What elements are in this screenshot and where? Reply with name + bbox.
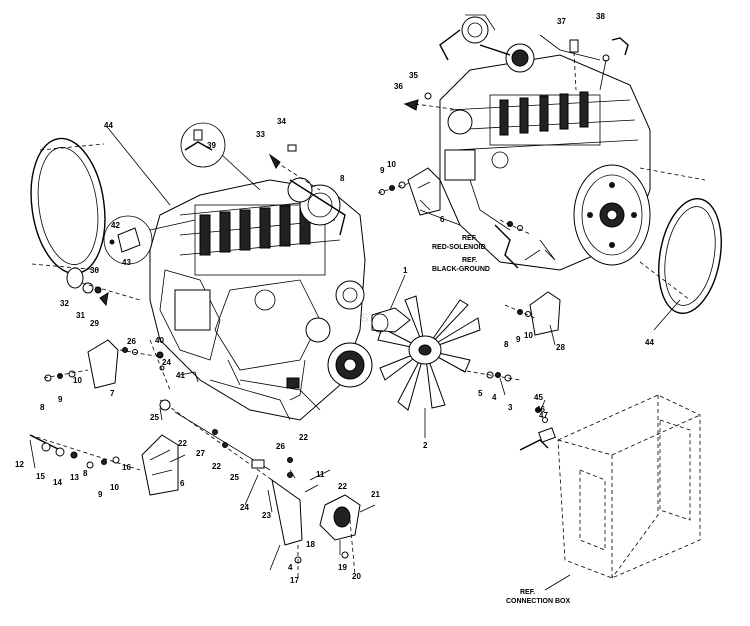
callout-13: 13 — [70, 473, 79, 482]
callout-6a: 6 — [440, 215, 445, 224]
callout-9a: 9 — [380, 166, 385, 175]
hardware-mid — [149, 339, 199, 391]
callout-8c: 8 — [83, 469, 88, 478]
engine-right — [439, 14, 651, 271]
hardware-upper — [268, 37, 629, 235]
callout-30: 30 — [90, 266, 99, 275]
callout-8b: 8 — [40, 403, 45, 412]
bracket-right — [529, 291, 561, 336]
callout-9b: 9 — [58, 395, 63, 404]
callout-2: 2 — [423, 441, 428, 450]
callout-4b: 4 — [288, 563, 293, 572]
callout-26a: 26 — [127, 337, 136, 346]
detail-inset-39 — [180, 122, 261, 191]
callout-39: 39 — [207, 141, 216, 150]
callout-45: 45 — [534, 393, 543, 402]
callout-29: 29 — [90, 319, 99, 328]
callout-32: 32 — [60, 299, 69, 308]
ref-black-ground-prefix: REF. — [462, 257, 477, 264]
callout-24b: 24 — [240, 503, 249, 512]
callout-14: 14 — [53, 478, 62, 487]
callout-31: 31 — [76, 311, 85, 320]
flywheel-gasket-right — [639, 167, 722, 315]
callout-20: 20 — [352, 572, 361, 581]
ref-black-ground-label: BLACK-GROUND — [432, 266, 490, 273]
callout-10b: 10 — [73, 376, 82, 385]
callout-36: 36 — [394, 82, 403, 91]
callout-19: 19 — [338, 563, 347, 572]
callout-33: 33 — [256, 130, 265, 139]
callout-34: 34 — [277, 117, 286, 126]
bracket-upper — [407, 167, 441, 216]
callout-23: 23 — [262, 511, 271, 520]
callout-22c: 22 — [299, 433, 308, 442]
callout-16: 16 — [122, 463, 131, 472]
callout-41: 41 — [176, 371, 185, 380]
callout-5: 5 — [478, 389, 483, 398]
ref-connection-box-prefix: REF. — [520, 589, 535, 596]
callout-38: 38 — [596, 12, 605, 21]
callout-labels: 1 2 3 4 4 5 6 6 7 8 8 8 8 9 9 9 9 10 10 … — [15, 12, 654, 585]
callout-28: 28 — [556, 343, 565, 352]
callout-22b: 22 — [212, 462, 221, 471]
callout-7: 7 — [110, 389, 115, 398]
callout-35: 35 — [409, 71, 418, 80]
engine-left — [149, 177, 373, 421]
callout-25a: 25 — [150, 413, 159, 422]
callout-47: 47 — [539, 411, 548, 420]
ref-connection-box-label: CONNECTION BOX — [506, 598, 571, 605]
bracket-left — [87, 339, 119, 389]
callout-8a: 8 — [340, 174, 345, 183]
callout-12: 12 — [15, 460, 24, 469]
callout-10d: 10 — [524, 331, 533, 340]
detail-inset-42 — [103, 215, 196, 265]
callout-3: 3 — [508, 403, 513, 412]
callout-6b: 6 — [180, 479, 185, 488]
ref-red-solenoid-prefix: REF. — [462, 235, 477, 242]
callout-15: 15 — [36, 472, 45, 481]
callout-1: 1 — [403, 266, 408, 275]
hardware-center — [159, 399, 361, 580]
ref-red-solenoid-label: RED-SOLENOID — [432, 244, 486, 251]
callout-8d: 8 — [504, 340, 509, 349]
callout-37: 37 — [557, 17, 566, 26]
wire-red-solenoid — [494, 224, 519, 269]
callout-42: 42 — [111, 221, 120, 230]
callout-4a: 4 — [492, 393, 497, 402]
callout-43: 43 — [122, 258, 131, 267]
callout-24a: 24 — [162, 358, 171, 367]
hardware-left — [43, 347, 156, 382]
callout-10c: 10 — [110, 483, 119, 492]
callout-40: 40 — [155, 336, 164, 345]
callout-9c: 9 — [98, 490, 103, 499]
ref-labels: REF. RED-SOLENOID REF. BLACK-GROUND REF.… — [432, 235, 571, 605]
callout-11: 11 — [316, 470, 325, 479]
callout-44b: 44 — [645, 338, 654, 347]
callout-25b: 25 — [230, 473, 239, 482]
hardware-right — [459, 304, 556, 451]
callout-10a: 10 — [387, 160, 396, 169]
callout-17: 17 — [290, 576, 299, 585]
flywheel-gasket-left — [30, 137, 106, 275]
bracket-lower — [141, 434, 179, 496]
callout-22d: 22 — [338, 482, 347, 491]
callout-22a: 22 — [178, 439, 187, 448]
fan-assembly — [371, 295, 481, 411]
callout-9d: 9 — [516, 335, 521, 344]
sensor-parts — [66, 267, 141, 307]
connection-box — [557, 394, 701, 579]
callout-46: 46 — [536, 405, 545, 414]
callout-44a: 44 — [104, 121, 113, 130]
hardware-lower-left — [29, 434, 141, 471]
callout-26b: 26 — [276, 442, 285, 451]
callout-18: 18 — [306, 540, 315, 549]
callout-21: 21 — [371, 490, 380, 499]
callout-27: 27 — [196, 449, 205, 458]
